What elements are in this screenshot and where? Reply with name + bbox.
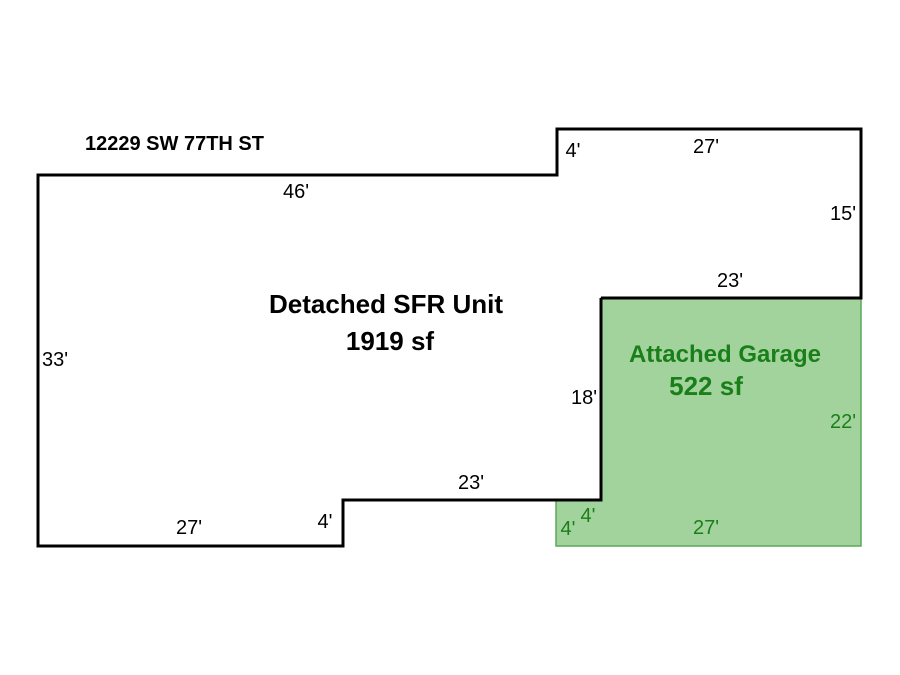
dim-bottom-middle: 23': [458, 472, 484, 494]
house-name-label: Detached SFR Unit: [269, 289, 503, 319]
garage-area-label: 522 sf: [669, 371, 743, 401]
dim-garage-right: 22': [830, 411, 856, 433]
dim-bottom-left: 27': [176, 517, 202, 539]
dim-garage-left: 18': [571, 387, 597, 409]
garage-name-label: Attached Garage: [629, 341, 821, 368]
dim-step-down: 4': [318, 511, 333, 533]
dim-garage-left-lower-green: 4': [561, 518, 576, 540]
dim-left: 33': [42, 349, 68, 371]
dim-top-left: 46': [283, 181, 309, 203]
address-label: 12229 SW 77TH ST: [85, 133, 264, 155]
dim-garage-left-lower-black: 4': [581, 505, 596, 527]
dim-step-up: 4': [566, 140, 581, 162]
dim-top-right: 27': [693, 136, 719, 158]
house-area-label: 1919 sf: [346, 326, 435, 356]
house-outline: [36, 127, 863, 548]
dim-garage-bottom: 27': [693, 517, 719, 539]
dim-right-upper: 15': [830, 203, 856, 225]
dim-garage-top: 23': [717, 270, 743, 292]
